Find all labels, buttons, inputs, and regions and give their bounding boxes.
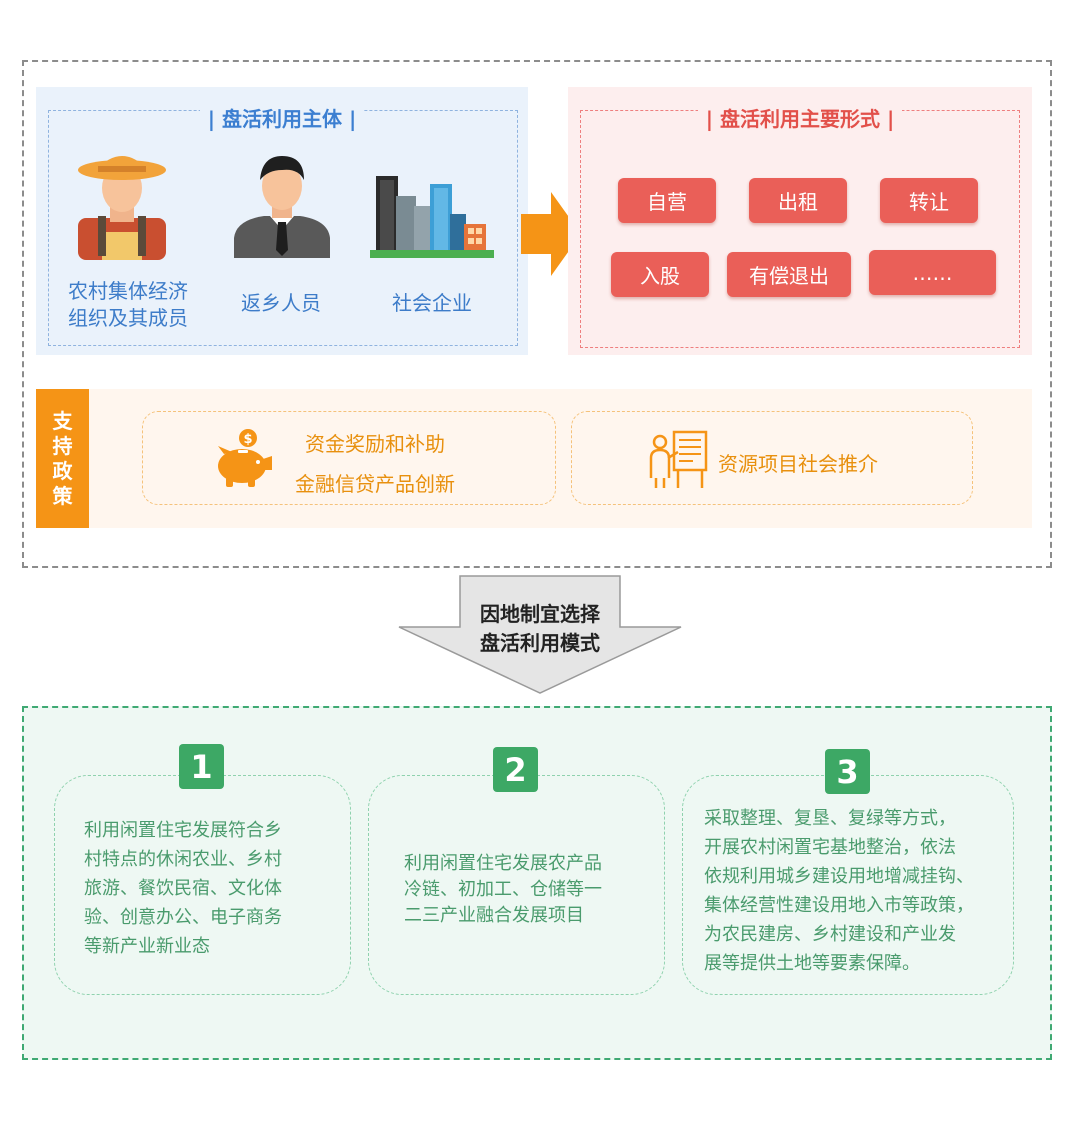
- subject-label-collective: 农村集体经济 组织及其成员: [68, 279, 188, 330]
- subject-label-returnees: 返乡人员: [241, 291, 321, 315]
- policy-funding-line1: 资金奖励和补助: [305, 432, 445, 456]
- policy-promotion-box: [571, 411, 973, 505]
- businessman-icon: [234, 156, 330, 258]
- policy-funding-line2: 金融信贷产品创新: [295, 472, 455, 496]
- piggy-bank-icon: $: [218, 429, 272, 487]
- mode-number-1: 1: [179, 744, 224, 789]
- svg-text:$: $: [243, 432, 252, 447]
- transition-text: 因地制宜选择 盘活利用模式: [480, 602, 600, 655]
- down-arrow-icon: [398, 575, 682, 694]
- mode-card-3: [682, 775, 1014, 995]
- presentation-icon: [649, 430, 708, 488]
- form-more: ……: [869, 250, 996, 295]
- form-self-operate: 自营: [618, 178, 716, 223]
- form-paid-exit: 有偿退出: [727, 252, 851, 297]
- mode-text-2: 利用闲置住宅发展农产品 冷链、初加工、仓储等一 二三产业融合发展项目: [404, 853, 602, 926]
- top-frame: [22, 60, 1052, 568]
- arrow-right-icon: [521, 192, 581, 276]
- policy-promotion-text: 资源项目社会推介: [718, 452, 878, 476]
- mode-card-2: [368, 775, 665, 995]
- policy-funding-box: [142, 411, 556, 505]
- farmer-icon: [78, 156, 166, 260]
- subjects-title: | 盘活利用主体 |: [36, 103, 528, 132]
- mode-text-3: 采取整理、复垦、复绿等方式， 开展农村闲置宅基地整治，依法 依规利用城乡建设用地…: [704, 808, 974, 974]
- mode-number-3: 3: [825, 749, 870, 794]
- mode-number-2: 2: [493, 747, 538, 792]
- mode-card-1: [54, 775, 351, 995]
- mode-text-1: 利用闲置住宅发展符合乡 村特点的休闲农业、乡村 旅游、餐饮民宿、文化体 验、创意…: [84, 820, 282, 957]
- city-buildings-icon: [370, 176, 494, 258]
- form-transfer: 转让: [880, 178, 978, 223]
- subject-label-enterprises: 社会企业: [392, 291, 472, 315]
- forms-title: | 盘活利用主要形式 |: [568, 103, 1032, 132]
- form-lease: 出租: [749, 178, 847, 223]
- form-equity: 入股: [611, 252, 709, 297]
- policy-tag: 支 持 政 策: [36, 389, 89, 528]
- forms-dashed-box: [580, 110, 1020, 348]
